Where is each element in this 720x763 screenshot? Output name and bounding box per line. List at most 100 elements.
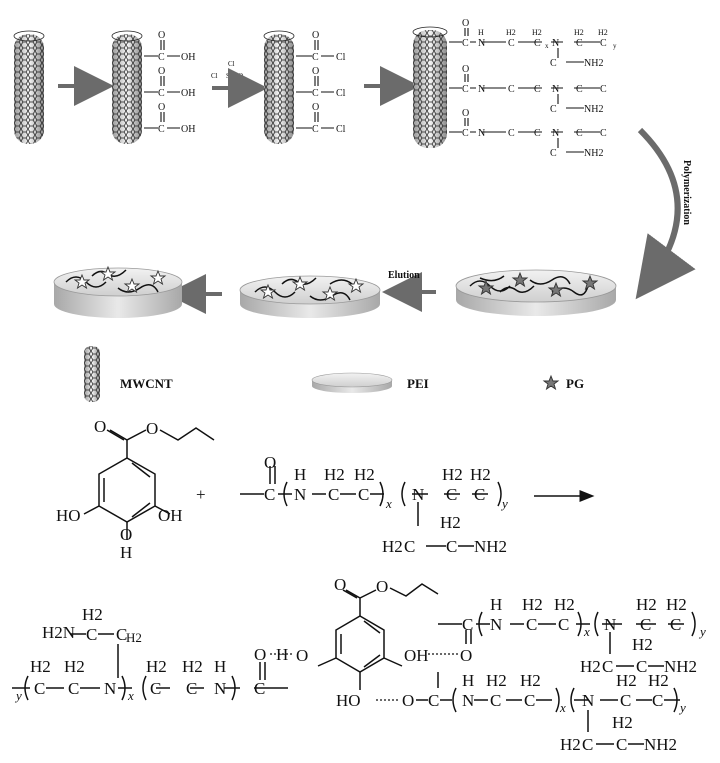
atom-h2: H2: [648, 671, 669, 690]
atom-cl: Cl: [336, 52, 346, 63]
disc-imprinted-template: [455, 269, 617, 316]
atom-c: C: [150, 679, 161, 698]
pg-center: O O O OH HO: [296, 575, 439, 710]
atom-n: N: [294, 485, 306, 504]
atom-c: C: [558, 615, 569, 634]
atom-c: C: [358, 485, 369, 504]
subscript-y: y: [500, 496, 508, 511]
pei-right-upper: O C N H C H2 C H2 x N C H2 C H2 y H2 C H…: [428, 595, 706, 676]
atom-h2: H2: [470, 465, 491, 484]
atom-h2: H2: [522, 595, 543, 614]
atom-nh2: NH2: [474, 537, 507, 556]
atom-o: O: [158, 30, 165, 41]
atom-n: N: [552, 38, 559, 49]
thionyl-chloride: Cl Cl S O: [211, 60, 243, 80]
atom-h2: H2: [64, 657, 85, 676]
atom-s: S: [226, 72, 230, 80]
atom-c: C: [534, 38, 541, 49]
atom-c: C: [490, 691, 501, 710]
atom-c: C: [576, 128, 583, 139]
atom-n: N: [552, 128, 559, 139]
subscript-y: y: [698, 624, 706, 639]
atom-c: C: [446, 537, 457, 556]
atom-h2: H2: [560, 735, 581, 754]
atom-c: C: [158, 88, 165, 99]
atom-nh2: NH2: [584, 104, 603, 115]
legend-mwcnt: MWCNT: [84, 346, 173, 402]
atom-oh: OH: [404, 646, 429, 665]
atom-c: C: [550, 58, 557, 69]
atom-o: O: [462, 108, 469, 119]
atom-h2: H2: [382, 537, 403, 556]
cnt-pei-grafted: C O N H C H2 C H2 x N C H2 C H2 y C NH2 …: [412, 18, 617, 159]
atom-c: C: [576, 38, 583, 49]
polymerization-label: Polymerization: [681, 160, 692, 225]
atom-cl: Cl: [211, 72, 218, 80]
subscript-x: x: [385, 496, 392, 511]
subscript-y: y: [613, 42, 617, 50]
atom-c: C: [462, 38, 469, 49]
atom-o: O: [462, 64, 469, 75]
legend-mwcnt-label: MWCNT: [120, 376, 173, 391]
legend-pg: PG: [543, 375, 584, 391]
atom-h2: H2: [532, 28, 542, 37]
legend-pei-label: PEI: [407, 376, 429, 391]
atom-c: C: [186, 679, 197, 698]
atom-h2: H2: [30, 657, 51, 676]
atom-h2: H2: [580, 657, 601, 676]
atom-c: C: [534, 84, 541, 95]
atom-c: C: [68, 679, 79, 698]
atom-h: H: [214, 657, 226, 676]
subscript-x: x: [559, 700, 566, 715]
atom-c: C: [312, 52, 319, 63]
atom-h2: H2: [442, 465, 463, 484]
atom-o: O: [254, 645, 266, 664]
atom-c: C: [600, 84, 607, 95]
subscript-x: x: [545, 42, 549, 50]
atom-o: O: [238, 72, 243, 80]
atom-c: C: [524, 691, 535, 710]
cnt-carboxyl: C C C O O O OH OH OH: [111, 30, 195, 144]
atom-c: C: [462, 128, 469, 139]
atom-oh: OH: [158, 506, 183, 525]
disc-rebound: [53, 266, 183, 318]
atom-nh2: NH2: [584, 58, 603, 69]
subscript-y: y: [678, 700, 686, 715]
atom-h2: H2: [354, 465, 375, 484]
atom-c: C: [34, 679, 45, 698]
atom-n: N: [104, 679, 116, 698]
atom-h2: H2: [612, 713, 633, 732]
atom-c: C: [670, 615, 681, 634]
atom-n: N: [582, 691, 594, 710]
atom-o: O: [334, 575, 346, 594]
atom-h2: H2: [598, 28, 608, 37]
atom-c: C: [328, 485, 339, 504]
atom-n: N: [462, 691, 474, 710]
propyl-gallate: O O HO OH O H: [56, 417, 215, 562]
atom-nh2: NH2: [664, 657, 697, 676]
atom-o: O: [460, 646, 472, 665]
atom-nh2: NH2: [644, 735, 677, 754]
atom-h2: H2: [554, 595, 575, 614]
atom-nh2: NH2: [584, 148, 603, 159]
atom-o: O: [312, 30, 319, 41]
atom-o: O: [120, 525, 132, 544]
atom-c: C: [620, 691, 631, 710]
atom-ho: HO: [56, 506, 81, 525]
atom-c: C: [264, 485, 275, 504]
pei-chain-3: C O N C C N C C C NH2: [449, 108, 607, 159]
cnt-acyl-chloride: C C C O O O Cl Cl Cl: [263, 30, 346, 144]
cnt-pristine: [13, 30, 45, 144]
atom-c: C: [404, 537, 415, 556]
atom-c: C: [446, 485, 457, 504]
plus-sign: +: [196, 485, 206, 504]
atom-oh: OH: [181, 52, 195, 63]
atom-c: C: [636, 657, 647, 676]
atom-c: C: [602, 657, 613, 676]
atom-c: C: [254, 679, 265, 698]
atom-c: C: [462, 615, 473, 634]
atom-h2: H2: [440, 513, 461, 532]
atom-h: H: [490, 595, 502, 614]
atom-c: C: [508, 38, 515, 49]
